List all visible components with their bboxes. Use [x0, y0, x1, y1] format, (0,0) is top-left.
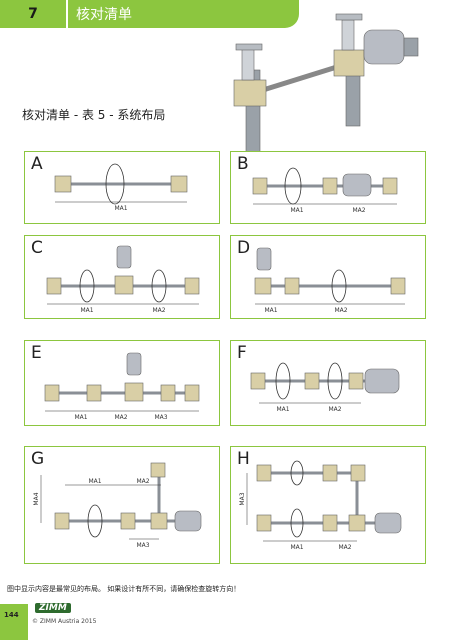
layout-panel-d: D MA1 MA2 [230, 235, 426, 319]
layout-panel-a: A MA1 [24, 151, 220, 224]
panel-label: F [237, 343, 247, 363]
footnote: 图中显示内容是最常见的布局。 如果设计有所不同，请确保检查旋转方向！ [7, 585, 241, 593]
panel-label: D [237, 238, 251, 258]
layout-panel-f: F MA1 MA2 [230, 340, 426, 426]
panel-label: G [31, 449, 45, 469]
layout-diagram-b: MA1 MA2 [252, 167, 398, 214]
panel-label: B [237, 154, 249, 174]
chapter-number: 7 [0, 0, 66, 28]
page-number-bar [0, 604, 28, 640]
panel-label: C [31, 238, 43, 258]
gearbox [54, 175, 72, 193]
dim-ma2: MA2 [352, 207, 365, 214]
chapter-title-text: 核对清单 [76, 7, 132, 23]
layout-diagram-d: MA1 MA2 [254, 247, 406, 314]
zimm-logo: ZIMM [35, 603, 71, 613]
dim-ma1: MA1 [88, 478, 101, 485]
layout-panel-h: H MA1 MA2 MA3 [230, 446, 426, 564]
layout-diagram-c: MA1 MA2 [46, 245, 200, 314]
system-hero-image [233, 13, 419, 153]
panel-label: E [31, 343, 42, 363]
copyright: © ZIMM Austria 2015 [32, 618, 97, 625]
dim-ma2: MA2 [334, 307, 347, 314]
dim-ma2: MA2 [136, 478, 149, 485]
layout-diagram-g: MA1 MA2 MA3 MA4 [33, 462, 202, 549]
layout-diagram-e: MA1 MA2 MA3 [44, 352, 200, 421]
layout-diagram-f: MA1 MA2 [250, 362, 400, 413]
dim-ma1: MA1 [290, 544, 303, 551]
layout-panel-c: C MA1 MA2 [24, 235, 220, 319]
dim-ma2: MA2 [114, 414, 127, 421]
dim-ma2: MA2 [338, 544, 351, 551]
dim-ma1: MA1 [276, 406, 289, 413]
dim-ma1: MA1 [290, 207, 303, 214]
dim-ma3: MA3 [239, 492, 246, 505]
layout-panel-b: B MA1 MA2 [230, 151, 426, 224]
dim-ma3: MA3 [154, 414, 167, 421]
layout-panel-g: G MA1 MA2 MA3 MA4 [24, 446, 220, 564]
layout-panel-e: E MA1 MA2 MA3 [24, 340, 220, 426]
dim-ma4: MA4 [33, 492, 40, 505]
section-subtitle: 核对清单 - 表 5 - 系统布局 [22, 108, 166, 122]
layout-diagram-h: MA1 MA2 MA3 [239, 460, 402, 551]
dim-ma1: MA1 [264, 307, 277, 314]
dim-ma1: MA1 [80, 307, 93, 314]
page-number: 144 [4, 611, 19, 619]
gearbox [170, 175, 188, 193]
dim-ma2: MA2 [328, 406, 341, 413]
dim-ma1: MA1 [74, 414, 87, 421]
dim-ma3: MA3 [136, 542, 149, 549]
dim-ma2: MA2 [152, 307, 165, 314]
dim-ma1: MA1 [114, 205, 127, 212]
chapter-title: 核对清单 [68, 0, 299, 28]
panel-label: A [31, 154, 43, 174]
layout-diagram-a: MA1 [54, 163, 188, 212]
panel-label: H [237, 449, 250, 469]
